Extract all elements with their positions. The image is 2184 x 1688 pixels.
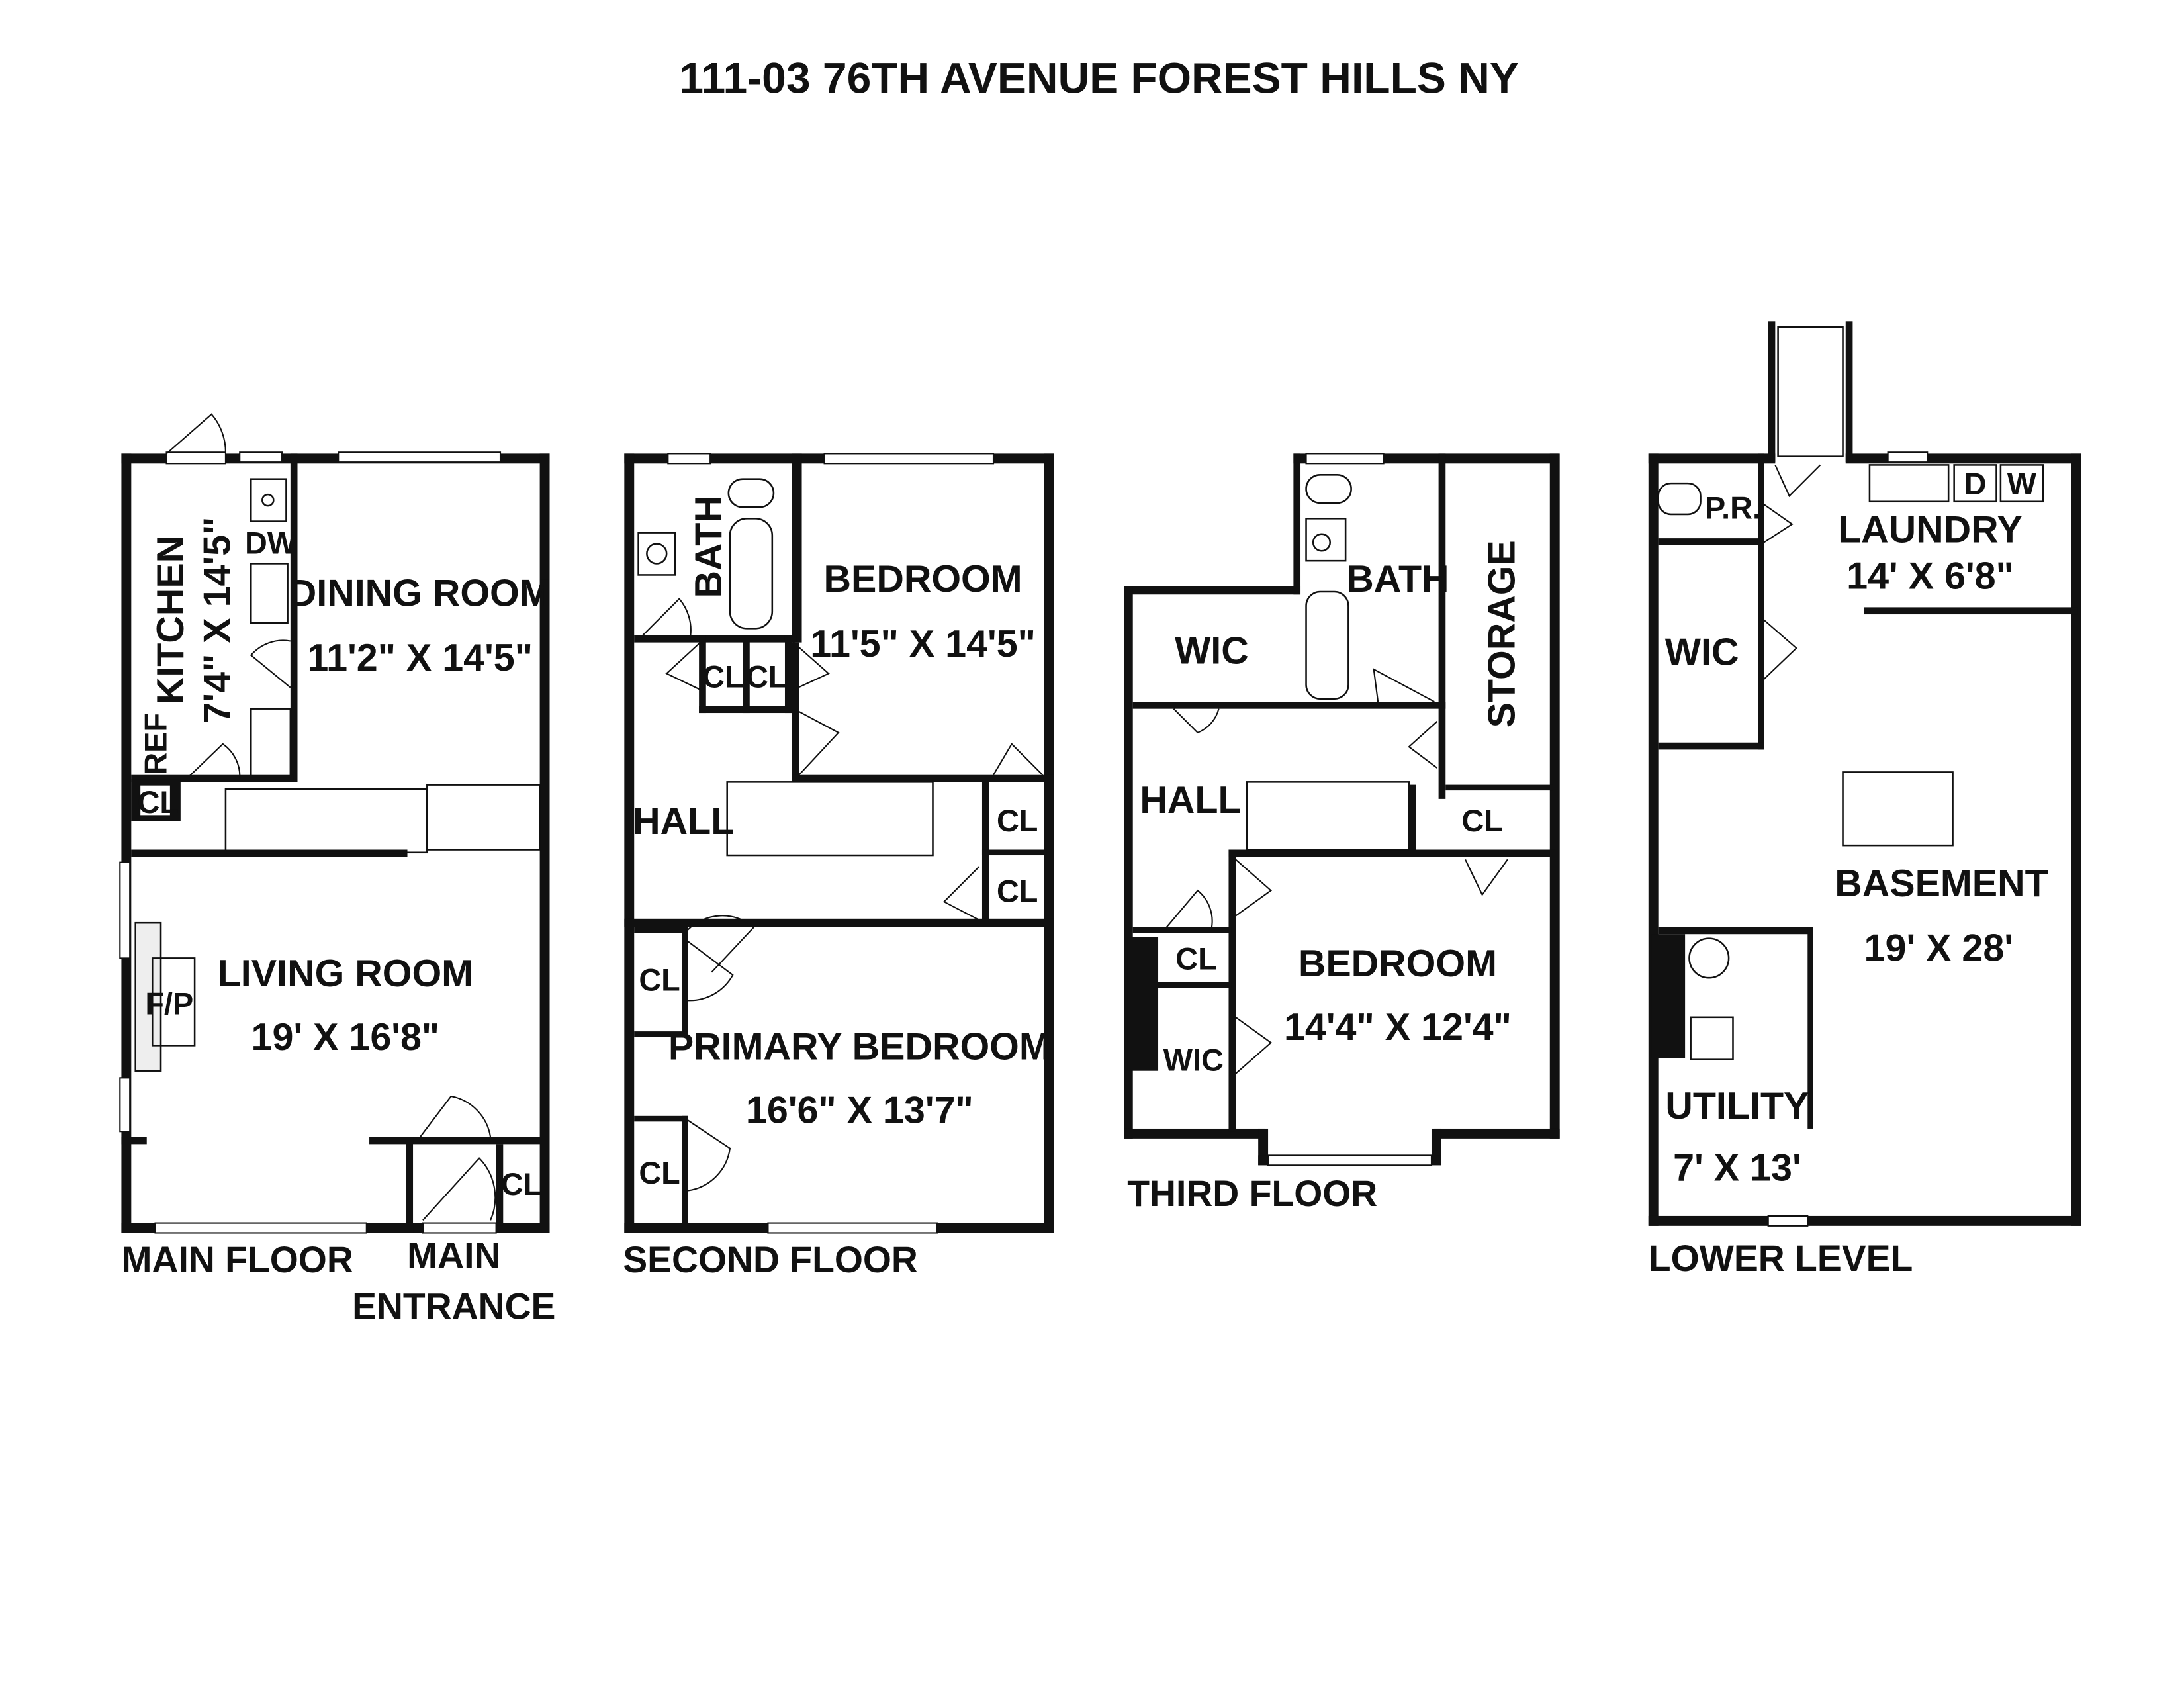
living-room-label: LIVING ROOM [218, 953, 473, 995]
kitchen-dims: 7'4" X 14'5" [196, 517, 238, 724]
page-title: 111-03 76TH AVENUE FOREST HILLS NY [679, 53, 1518, 102]
storage-label: STORAGE [1481, 540, 1524, 727]
bath-label: BATH [688, 495, 730, 598]
wic-label: WIC [1175, 630, 1249, 673]
closet-label: CL [997, 874, 1038, 908]
closet-label: CL [997, 804, 1038, 838]
entrance-closet-label: CL [501, 1167, 542, 1201]
powder-room-label: P.R. [1705, 491, 1761, 525]
bedroom-dims: 11'5" X 14'5" [810, 623, 1036, 665]
second-floor-label: SECOND FLOOR [623, 1239, 918, 1280]
bedroom-dims: 14'4" X 12'4" [1284, 1006, 1512, 1049]
closet-label: CL [639, 1156, 680, 1190]
basement-dims: 19' X 28' [1864, 927, 2013, 970]
hall-label: HALL [633, 800, 734, 843]
dining-room-label: DINING ROOM [289, 572, 551, 614]
dining-room-dims: 11'2" X 14'5" [307, 637, 533, 679]
laundry-dims: 14' X 6'8" [1846, 555, 2014, 598]
lower-level-label: LOWER LEVEL [1649, 1238, 1913, 1279]
fireplace-label: F/P [145, 987, 193, 1021]
closet-label: CL [746, 660, 787, 694]
bedroom-label: BEDROOM [824, 558, 1023, 600]
utility-label: UTILITY [1665, 1085, 1809, 1127]
washer-label: W [2007, 467, 2037, 501]
primary-bedroom-dims: 16'6" X 13'7" [746, 1089, 974, 1131]
bath-label: BATH [1346, 558, 1449, 600]
lower-level-plan: P.R. D W LAUNDRY 14' X 6'8" WIC BASEMENT… [1648, 321, 2081, 1279]
laundry-label: LAUNDRY [1838, 508, 2023, 551]
utility-dims: 7' X 13' [1673, 1147, 1801, 1190]
dishwasher-label: DW [245, 526, 297, 561]
hall-label: HALL [1140, 779, 1241, 821]
primary-bedroom-label: PRIMARY BEDROOM [668, 1026, 1051, 1068]
basement-label: BASEMENT [1835, 863, 2048, 905]
main-floor-label: MAIN FLOOR [121, 1239, 353, 1280]
dryer-label: D [1964, 467, 1987, 501]
bedroom-label: BEDROOM [1298, 943, 1497, 985]
wic-label: WIC [1163, 1043, 1224, 1078]
living-room-dims: 19' X 16'8" [251, 1016, 440, 1058]
closet-label: CL [138, 785, 179, 820]
main-entrance-label: MAIN [407, 1235, 500, 1276]
refrigerator-label: REF [139, 713, 173, 775]
second-floor-plan: BATH CL CL BEDROOM 11'5" X 14'5" HALL CL… [623, 453, 1054, 1280]
wic-label: WIC [1665, 632, 1739, 674]
main-entrance-label-2: ENTRANCE [352, 1286, 555, 1327]
main-floor-plan: KITCHEN 7'4" X 14'5" DW REF CL DINING RO… [119, 413, 555, 1327]
third-floor-label: THIRD FLOOR [1127, 1173, 1377, 1214]
closet-label: CL [1175, 941, 1216, 976]
closet-label: CL [1461, 804, 1502, 838]
third-floor-plan: WIC BATH STORAGE HALL CL CL WIC BEDROOM … [1124, 453, 1560, 1214]
closet-label: CL [639, 962, 680, 997]
closet-label: CL [702, 660, 743, 694]
kitchen-label: KITCHEN [150, 536, 192, 704]
